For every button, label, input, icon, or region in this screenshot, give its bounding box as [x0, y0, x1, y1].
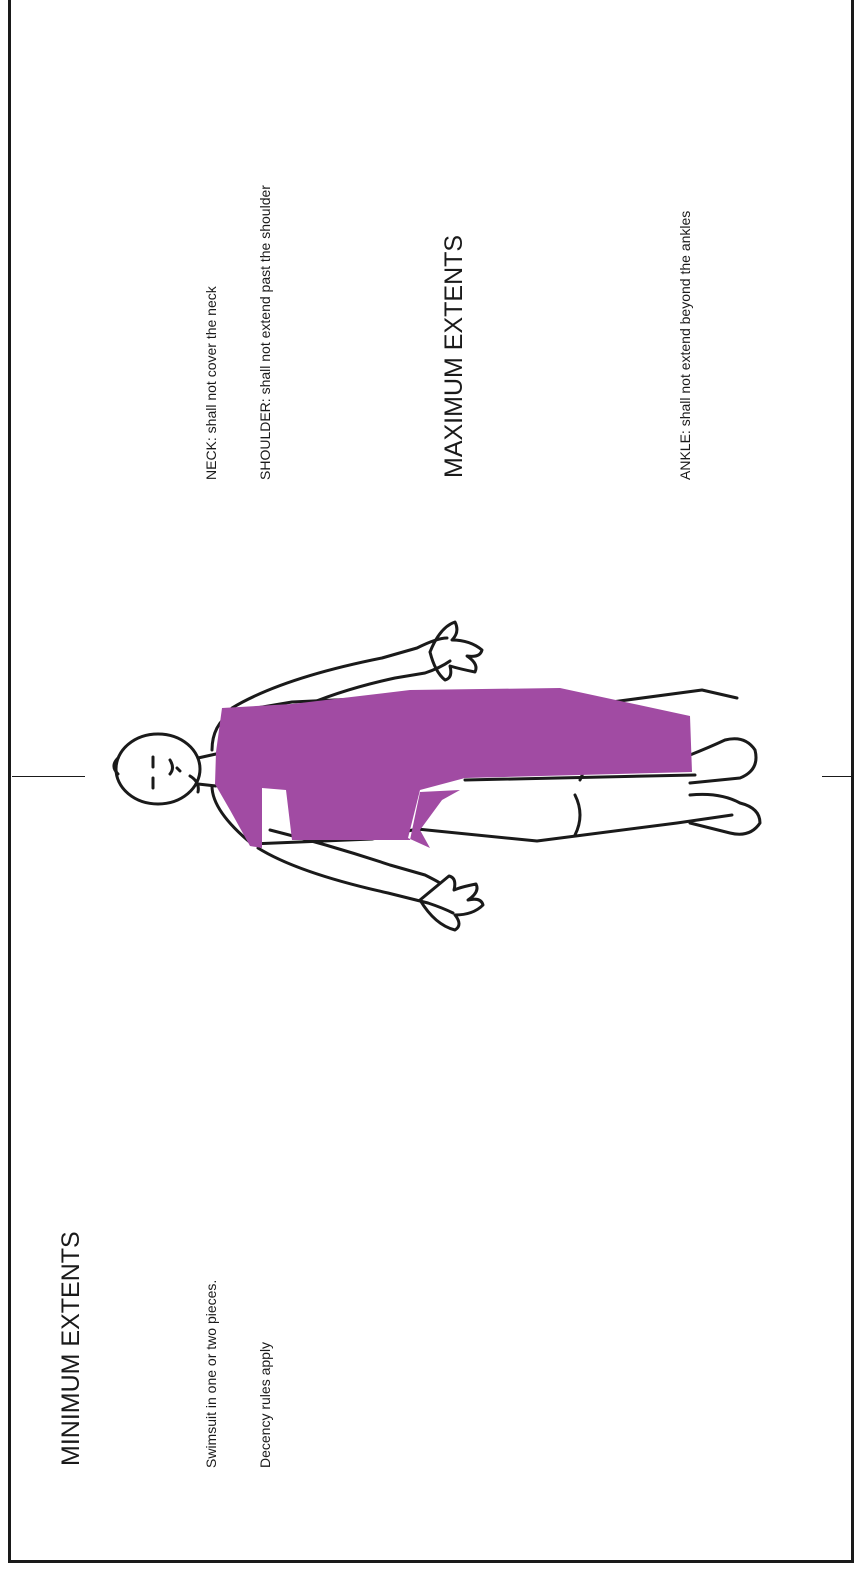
suit-coverage-area [215, 688, 692, 848]
head [114, 734, 200, 804]
